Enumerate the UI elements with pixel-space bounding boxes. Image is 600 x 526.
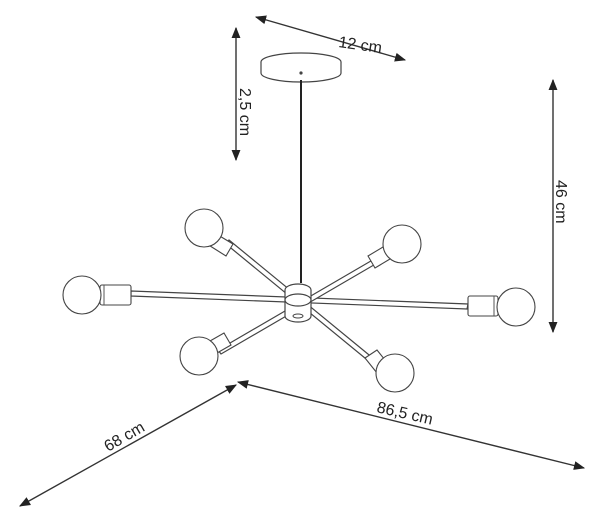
center-hub [284, 283, 312, 323]
bulb-lower-left [179, 332, 232, 376]
width-label: 86,5 cm [375, 399, 434, 428]
bulb-right [467, 287, 536, 327]
canopy-height-dimension: 2,5 cm [231, 26, 253, 162]
bulb-lower-right [364, 349, 415, 393]
canopy-height-label: 2,5 cm [236, 88, 253, 136]
depth-label: 68 cm [102, 419, 148, 456]
total-height-label: 46 cm [552, 180, 569, 224]
canopy-width-label: 12 cm [337, 34, 383, 57]
canopy-width-dimension: 12 cm [254, 15, 407, 62]
width-dimension: 86,5 cm [236, 380, 586, 470]
total-height-dimension: 46 cm [548, 78, 569, 334]
depth-dimension: 68 cm [19, 384, 237, 507]
ceiling-canopy [260, 52, 342, 83]
pendant-lamp-illustration [62, 52, 536, 393]
bulb-upper-left [184, 208, 234, 257]
bulb-left [62, 275, 132, 315]
bulb-upper-right [367, 224, 422, 269]
